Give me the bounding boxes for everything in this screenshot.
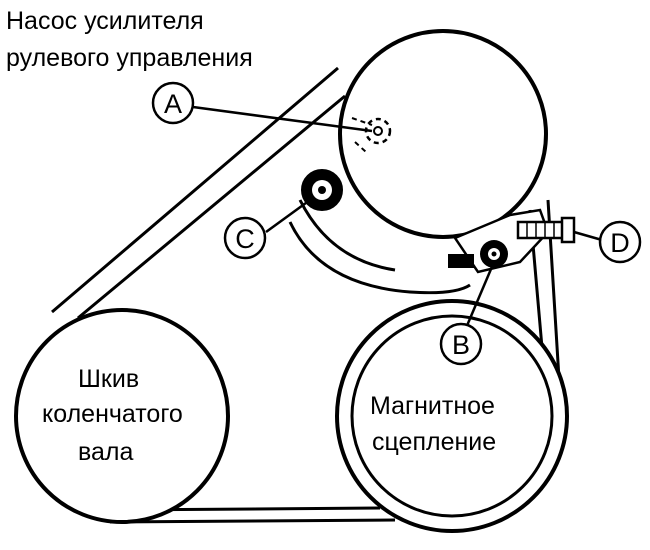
magnetic-clutch-label-line-2: сцепление: [372, 428, 497, 456]
crankshaft-pulley-label-line-3: вала: [78, 438, 134, 466]
magnetic-clutch-label-line-1: Магнитное: [370, 392, 495, 420]
magnetic-clutch-inner-rim: [350, 314, 554, 518]
adjusting-bolt-d-head: [560, 216, 576, 244]
crankshaft-pulley: [14, 308, 230, 524]
callout-b: B: [439, 322, 483, 366]
callout-b-letter: B: [452, 330, 470, 360]
callout-a-letter: A: [164, 89, 182, 119]
lock-bolt-b: [448, 240, 508, 268]
crankshaft-pulley-rim: [14, 308, 230, 524]
idler-pulley-c: [301, 169, 343, 211]
idler-pulley-c-center: [318, 186, 326, 194]
pump-bolt-a-dashed-edge: [351, 117, 373, 153]
leader-d: [573, 230, 603, 242]
pump-bolt-a-hub-icon: [373, 126, 383, 136]
callout-d: D: [598, 220, 642, 264]
callout-a: A: [151, 81, 195, 125]
leader-a: [192, 105, 373, 133]
magnetic-clutch-outer-rim: [335, 299, 569, 533]
leader-lines: [192, 105, 603, 329]
pump-pulley-rim: [338, 29, 548, 239]
power-steering-pump-pulley: [338, 29, 548, 239]
leader-c: [265, 198, 311, 234]
title-line-1: Насос усилителя: [6, 7, 204, 35]
title-line-2: рулевого управления: [6, 44, 253, 72]
belt-idler-wrap: [288, 199, 471, 295]
callout-d-letter: D: [610, 228, 630, 258]
leader-b: [464, 261, 496, 329]
callout-c-letter: C: [235, 224, 255, 254]
adjusting-bolt-d-shank: [516, 220, 570, 240]
adjusting-bolt-d-threads: [526, 222, 555, 238]
lock-bolt-b-center-icon: [491, 251, 497, 257]
magnetic-clutch-pulley: [335, 299, 569, 533]
lock-bolt-b-stub-icon: [448, 254, 474, 268]
crankshaft-pulley-label-line-2: коленчатого: [42, 400, 183, 428]
crankshaft-pulley-label-line-1: Шкив: [78, 365, 140, 393]
callout-c: C: [223, 216, 267, 260]
adjusting-bracket: [453, 208, 576, 274]
